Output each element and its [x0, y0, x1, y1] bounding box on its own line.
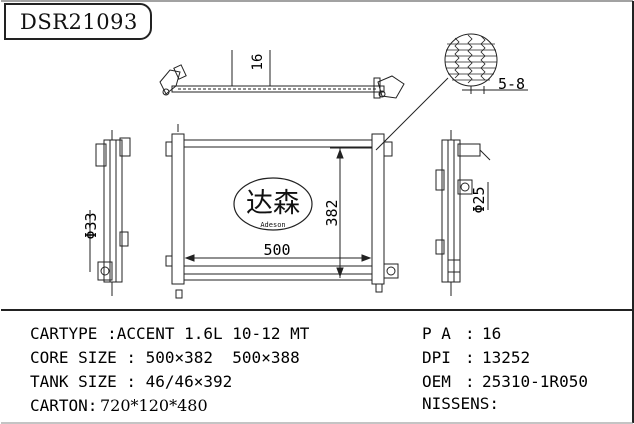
dim-left-pipe: Φ33	[82, 212, 100, 239]
spec-dpi-value: 13252	[482, 348, 531, 367]
logo-chinese: 达森	[246, 188, 300, 219]
spec-pa-sep: :	[465, 324, 475, 343]
spec-core-size: CORE SIZE : 500×382 500×388	[30, 348, 300, 367]
spec-dpi-sep: :	[465, 348, 475, 367]
brand-logo: 达森 Adeson	[233, 177, 313, 231]
spec-pa-label: P A	[422, 324, 451, 343]
part-number: DSR21093	[20, 10, 138, 34]
spec-tank-size: TANK SIZE : 46/46×392	[30, 372, 233, 391]
part-number-tag: DSR21093	[4, 3, 152, 40]
spec-carton-value: 720*120*480	[100, 396, 208, 415]
spec-carton-label: CARTON:	[30, 396, 98, 415]
spec-oem-label: OEM	[422, 372, 451, 391]
dim-core-width: 500	[263, 241, 290, 259]
top-view	[159, 50, 405, 99]
spec-dpi-label: DPI	[422, 348, 451, 367]
logo-latin: Adeson	[260, 221, 285, 229]
dim-core-height: 382	[323, 199, 341, 226]
dim-right-pipe: Φ25	[470, 186, 488, 213]
dim-tube-thickness: 16	[250, 54, 266, 71]
spec-pa-value: 16	[482, 324, 502, 343]
dim-fin-pitch: 5-8	[498, 75, 525, 93]
fin-detail	[375, 33, 528, 151]
spec-oem-sep: :	[465, 372, 475, 391]
left-side-view	[89, 130, 131, 296]
spec-cartype: CARTYPE :ACCENT 1.6L 10-12 MT	[30, 324, 310, 343]
spec-oem-value: 25310-1R050	[482, 372, 588, 391]
right-side-view	[435, 130, 491, 296]
front-view	[165, 124, 399, 299]
spec-nissens-label: NISSENS:	[422, 394, 500, 413]
